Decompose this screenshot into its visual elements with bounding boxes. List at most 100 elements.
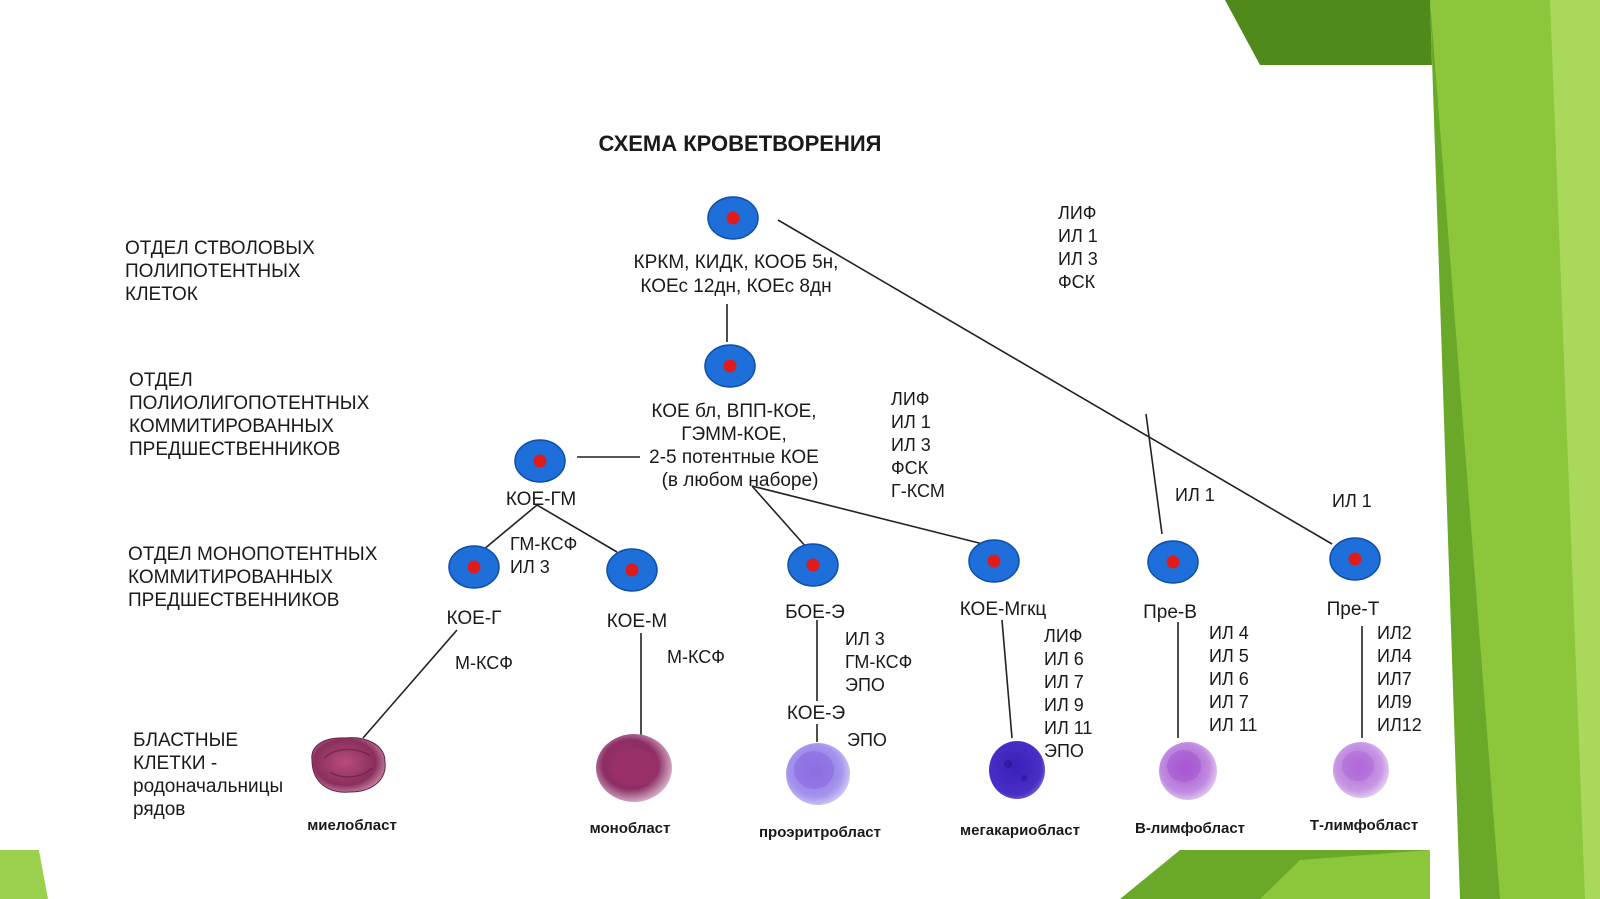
cytokine-pre-b-out: ИЛ 11: [1209, 715, 1257, 735]
myeloblast-label: миелобласт: [307, 817, 397, 834]
edge-poly-to-mgkc: [751, 485, 984, 545]
cytokine-pre-b-out: ИЛ 7: [1209, 692, 1249, 712]
edge-g-to-myeloblast: [362, 629, 458, 739]
section-blast-line: БЛАСТНЫЕ: [133, 730, 238, 751]
pre-b-label: Пре-В: [1143, 602, 1197, 623]
connector-lines: [362, 219, 1363, 742]
cytokine-pre-b-out: ИЛ 6: [1209, 669, 1249, 689]
cytokine-stem: ФСК: [1058, 272, 1096, 292]
myeloblast-image: [311, 737, 386, 793]
cytokine-pre-t-out: ИЛ4: [1377, 646, 1412, 666]
edge-branch-to-pre-b: [1145, 413, 1163, 535]
cytokine-m-to-mono: М-КСФ: [667, 647, 725, 667]
cytokine-gm: ИЛ 3: [510, 557, 550, 577]
edge-stem-to-pre-t: [777, 219, 1333, 545]
cytokine-pre-b-out: ИЛ 5: [1209, 646, 1249, 666]
cytokine-mgkc: ИЛ 11: [1044, 718, 1092, 738]
blast-names: миелобласт монобласт проэритробласт мега…: [307, 817, 1418, 841]
stem-label-line: КОЕс 12дн, КОЕс 8дн: [640, 276, 831, 297]
megakaryoblast-image: [989, 741, 1045, 799]
edge-poly-to-boe: [751, 485, 808, 549]
cell-koe-mgkc: [968, 539, 1020, 583]
cell-pre-t: [1329, 537, 1381, 581]
poly-label-line: ГЭММ-КОЕ,: [681, 424, 787, 445]
cytokine-mgkc: ИЛ 9: [1044, 695, 1084, 715]
blast-cells: [311, 734, 1389, 805]
cell-boe-e: [787, 543, 839, 587]
edge-gm-to-g: [482, 504, 538, 551]
edge-mgkc-to-megakaryoblast: [1001, 619, 1013, 739]
koe-gm-label: КОЕ-ГМ: [506, 489, 576, 510]
koe-m-label: КОЕ-М: [607, 611, 667, 632]
monoblast-image: [596, 734, 672, 802]
poly-label-line: 2-5 потентные КОЕ: [649, 447, 819, 468]
cytokine-stem: ЛИФ: [1058, 203, 1096, 223]
section-poly-line: ОТДЕЛ: [129, 370, 193, 391]
edge-gm-to-m: [536, 504, 618, 553]
monoblast-label: монобласт: [590, 820, 671, 837]
section-blast-line: рядов: [133, 799, 185, 820]
section-stem-line: ОТДЕЛ СТВОЛОВЫХ: [125, 238, 315, 259]
cytokine-poly: Г-КСМ: [891, 481, 945, 501]
section-stem: ОТДЕЛ СТВОЛОВЫХ ПОЛИПОТЕНТНЫХ КЛЕТОК: [125, 238, 315, 305]
section-mono-line: КОММИТИРОВАННЫХ: [128, 567, 333, 588]
cytokine-pre-t-out: ИЛ7: [1377, 669, 1412, 689]
b-lymphoblast-label: В-лимфобласт: [1135, 820, 1245, 837]
cytokine-pre-t-out: ИЛ2: [1377, 623, 1412, 643]
diagram-title: СХЕМА КРОВЕТВОРЕНИЯ: [599, 131, 882, 156]
proerythroblast-label: проэритробласт: [759, 824, 881, 841]
cytokine-mgkc: ИЛ 7: [1044, 672, 1084, 692]
cytokine-pre-t-in: ИЛ 1: [1332, 491, 1372, 511]
cytokine-labels: ЛИФ ИЛ 1 ИЛ 3 ФСК ЛИФ ИЛ 1 ИЛ 3 ФСК Г-КС…: [455, 203, 1422, 761]
megakaryoblast-label: мегакариобласт: [960, 822, 1080, 839]
section-mono: ОТДЕЛ МОНОПОТЕНТНЫХ КОММИТИРОВАННЫХ ПРЕД…: [128, 544, 378, 611]
cytokine-boe: ИЛ 3: [845, 629, 885, 649]
cell-koe-m: [606, 548, 658, 592]
section-blast-line: КЛЕТКИ -: [133, 753, 217, 774]
cell-poly: [704, 344, 756, 388]
proerythroblast-image: [786, 743, 850, 805]
section-poly-line: ПРЕДШЕСТВЕННИКОВ: [129, 439, 340, 460]
b-lymphoblast-image: [1159, 742, 1217, 800]
koe-e-label: КОЕ-Э: [787, 703, 845, 724]
cell-koe-gm: [514, 439, 566, 483]
section-mono-line: ПРЕДШЕСТВЕННИКОВ: [128, 590, 339, 611]
cytokine-poly: ИЛ 1: [891, 412, 931, 432]
cytokine-mgkc: ЛИФ: [1044, 626, 1082, 646]
poly-label-line: (в любом наборе): [662, 470, 819, 491]
section-mono-line: ОТДЕЛ МОНОПОТЕНТНЫХ: [128, 544, 378, 565]
cytokine-koe-e: ЭПО: [847, 730, 887, 750]
section-poly-line: КОММИТИРОВАННЫХ: [129, 416, 334, 437]
t-lymphoblast-label: Т-лимфобласт: [1310, 817, 1418, 834]
section-blast: БЛАСТНЫЕ КЛЕТКИ - родоначальницы рядов: [133, 730, 283, 820]
cytokine-gm: ГМ-КСФ: [510, 534, 577, 554]
cytokine-poly: ЛИФ: [891, 389, 929, 409]
cytokine-poly: ФСК: [891, 458, 929, 478]
section-stem-line: КЛЕТОК: [125, 284, 198, 305]
cytokine-pre-t-out: ИЛ12: [1377, 715, 1422, 735]
cell-pre-b: [1147, 540, 1199, 584]
poly-label-line: КОЕ бл, ВПП-КОЕ,: [651, 401, 816, 422]
section-poly: ОТДЕЛ ПОЛИОЛИГОПОТЕНТНЫХ КОММИТИРОВАННЫХ…: [129, 370, 370, 460]
section-stem-line: ПОЛИПОТЕНТНЫХ: [125, 261, 301, 282]
t-lymphoblast-image: [1333, 742, 1389, 798]
cytokine-pre-b-in: ИЛ 1: [1175, 485, 1215, 505]
pre-t-label: Пре-Т: [1327, 599, 1380, 620]
cytokine-boe: ГМ-КСФ: [845, 652, 912, 672]
cell-koe-g: [448, 545, 500, 589]
boe-e-label: БОЕ-Э: [785, 602, 845, 623]
stem-label-line: КРКМ, КИДК, КООБ 5н,: [634, 252, 839, 273]
cytokine-poly: ИЛ 3: [891, 435, 931, 455]
section-blast-line: родоначальницы: [133, 776, 283, 797]
cytokine-stem: ИЛ 3: [1058, 249, 1098, 269]
content-card: [0, 65, 1432, 850]
section-poly-line: ПОЛИОЛИГОПОТЕНТНЫХ: [129, 393, 370, 414]
cytokine-mgkc: ИЛ 6: [1044, 649, 1084, 669]
cytokine-g-to-myelo: М-КСФ: [455, 653, 513, 673]
koe-mgkc-label: КОЕ-Мгкц: [960, 599, 1047, 620]
cytokine-boe: ЭПО: [845, 675, 885, 695]
cell-stem: [707, 196, 759, 240]
cytokine-pre-t-out: ИЛ9: [1377, 692, 1412, 712]
